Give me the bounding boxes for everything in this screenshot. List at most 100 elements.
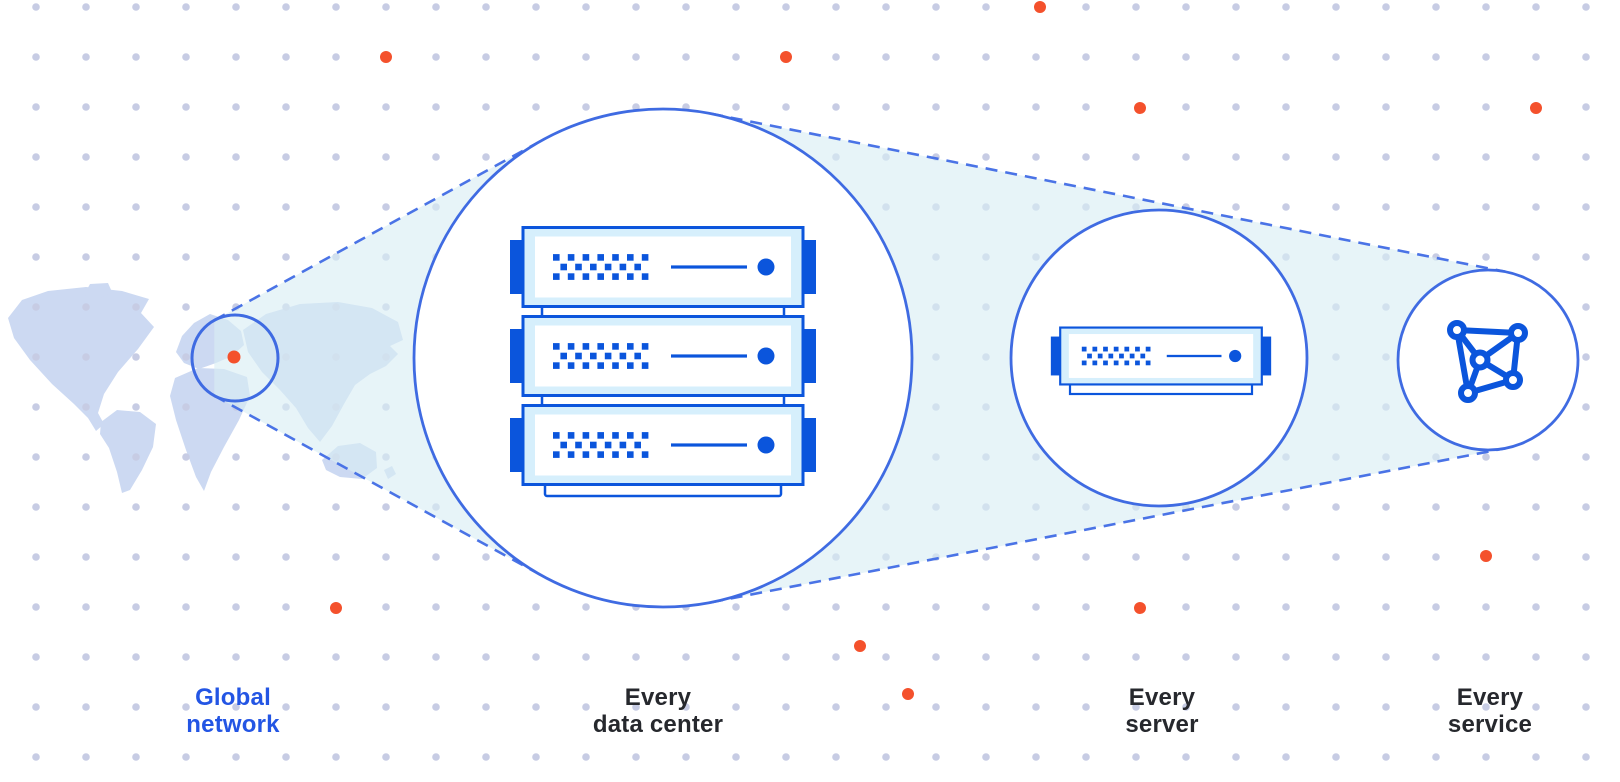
server-slot-line (671, 265, 747, 269)
grid-dot (882, 53, 890, 61)
grid-dot (1482, 453, 1490, 461)
vent-square (1124, 360, 1130, 366)
grid-dot (132, 53, 140, 61)
grid-dot (1432, 53, 1440, 61)
grid-dot (182, 3, 190, 11)
label-every-service: Every service (1447, 684, 1533, 738)
grid-dot (1032, 703, 1040, 711)
grid-dot (1132, 653, 1140, 661)
orange-dot (1480, 550, 1492, 562)
vent-square (612, 362, 619, 369)
grid-dot (682, 703, 690, 711)
grid-dot (1382, 503, 1390, 511)
grid-dot (1532, 703, 1540, 711)
vent-square (1129, 353, 1135, 359)
vent-square (1135, 360, 1140, 366)
grid-dot (932, 653, 940, 661)
grid-dot (32, 403, 40, 411)
grid-dot (832, 703, 840, 711)
vent-square (612, 273, 619, 280)
grid-dot (132, 203, 140, 211)
grid-dot (582, 753, 590, 761)
grid-dot (1332, 3, 1340, 11)
grid-dot (782, 3, 790, 11)
vent-square (567, 273, 575, 280)
server-face (535, 414, 791, 476)
grid-dot (1432, 153, 1440, 161)
grid-dot (1132, 553, 1140, 561)
grid-dot (382, 603, 390, 611)
server-rack-stack-icon (510, 226, 816, 498)
grid-dot (182, 503, 190, 511)
vent-square (597, 451, 604, 458)
label-global-network: Global network (186, 684, 280, 738)
vent-square (553, 273, 560, 280)
grid-dot (382, 203, 390, 211)
grid-dot (1182, 153, 1190, 161)
vent-square (575, 263, 582, 271)
grid-dot (682, 653, 690, 661)
grid-dot (1432, 553, 1440, 561)
grid-dot (182, 603, 190, 611)
grid-dot (832, 653, 840, 661)
grid-dot (282, 503, 290, 511)
grid-dot (232, 253, 240, 261)
grid-dot (1382, 603, 1390, 611)
grid-dot (32, 703, 40, 711)
grid-dot (1532, 753, 1540, 761)
grid-dot (1582, 53, 1590, 61)
vent-square (1140, 353, 1146, 359)
grid-dot (282, 653, 290, 661)
grid-dot (1332, 53, 1340, 61)
grid-dot (432, 3, 440, 11)
server-face (1068, 334, 1254, 378)
grid-dot (532, 53, 540, 61)
grid-dot (882, 103, 890, 111)
orange-dot (780, 51, 792, 63)
server-slot-line (671, 443, 747, 447)
grid-dot (1232, 203, 1240, 211)
grid-dot (1432, 603, 1440, 611)
grid-dot (232, 103, 240, 111)
grid-dot (32, 253, 40, 261)
vent-square (627, 273, 634, 280)
orange-dots (330, 1, 1542, 700)
grid-dot (932, 3, 940, 11)
grid-dot (1382, 703, 1390, 711)
vent-square (1092, 346, 1098, 352)
orange-dot (902, 688, 914, 700)
grid-dot (232, 153, 240, 161)
grid-dot (82, 553, 90, 561)
grid-dot (132, 703, 140, 711)
grid-dot (1482, 3, 1490, 11)
grid-dot (1232, 553, 1240, 561)
grid-dot (182, 403, 190, 411)
grid-dot (1582, 703, 1590, 711)
grid-dot (1482, 603, 1490, 611)
server-power-dot (757, 436, 775, 454)
vent-square (1081, 360, 1087, 366)
grid-dot (932, 603, 940, 611)
grid-dot (582, 53, 590, 61)
grid-dot (1482, 53, 1490, 61)
grid-dot (132, 3, 140, 11)
grid-dot (1232, 153, 1240, 161)
vent-square (567, 254, 575, 261)
grid-dot (1282, 153, 1290, 161)
vent-square (634, 263, 641, 271)
grid-dot (32, 453, 40, 461)
vent-square (627, 343, 634, 350)
grid-dot (1482, 203, 1490, 211)
grid-dot (1582, 203, 1590, 211)
grid-dot (82, 503, 90, 511)
grid-dot (82, 653, 90, 661)
grid-dot (682, 753, 690, 761)
vent-square (582, 254, 590, 261)
vent-square (634, 352, 641, 360)
grid-dot (882, 653, 890, 661)
zoom-dash-left-top (213, 138, 544, 322)
grid-dot (32, 353, 40, 361)
grid-dot (1532, 3, 1540, 11)
